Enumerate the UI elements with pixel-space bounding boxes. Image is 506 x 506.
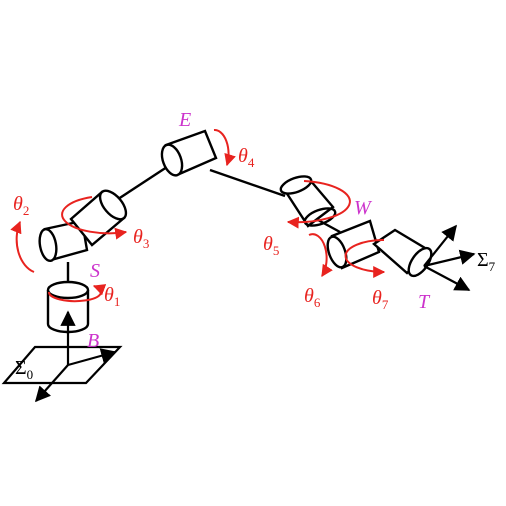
tool-z-axis-arrow: [423, 224, 457, 267]
label-tool-joint: T: [418, 291, 431, 313]
label-theta5: θ5: [263, 233, 279, 258]
base-y-axis-arrow: [34, 364, 69, 403]
label-shoulder-joint: S: [90, 260, 100, 282]
label-theta3: θ3: [133, 226, 149, 251]
link-upper-arm: [111, 163, 171, 205]
angle-labels: θ2 θ3 θ4 θ5 θ6 θ7 θ1: [13, 145, 389, 312]
link-wrist: [317, 218, 341, 234]
wrist-cylinder-5-top: [279, 175, 313, 195]
tool-frame: [423, 224, 476, 291]
label-elbow-joint: E: [178, 109, 191, 131]
base-plate: [1, 345, 123, 385]
theta6-rotation-arrow: [308, 233, 333, 278]
link-forearm: [209, 168, 286, 198]
label-sigma-0: Σ0: [15, 357, 33, 382]
wrist-cylinder-6-end: [326, 235, 348, 269]
theta2-rotation-arrow: [10, 220, 35, 273]
shoulder-cylinder-3-end: [98, 189, 128, 221]
joint-labels: B S E W T: [87, 109, 431, 352]
base-cylinder-top: [46, 280, 90, 300]
theta1-rotation-arrow: [47, 284, 107, 303]
label-wrist-joint: W: [354, 197, 373, 219]
label-theta2: θ2: [13, 193, 29, 218]
base-x-axis-arrow: [67, 348, 117, 367]
shoulder-joint-2-cylinder: [38, 219, 89, 263]
theta7-rotation-arrow: [344, 239, 386, 278]
tool-y-axis-arrow: [423, 265, 471, 291]
wrist-joint-5-cylinder: [279, 175, 337, 228]
shoulder-cylinder-2-end: [38, 227, 58, 263]
elbow-cylinder-end: [160, 143, 184, 177]
shoulder-joint-3-cylinder: [69, 189, 128, 247]
label-theta4: θ4: [238, 145, 255, 170]
tool-x-axis-arrow: [423, 249, 476, 268]
base-frame: [1, 308, 123, 403]
theta4-rotation-arrow: [213, 129, 236, 167]
label-theta1: θ1: [104, 284, 120, 309]
elbow-joint-cylinder: [160, 129, 218, 177]
theta5-rotation-arrow: [286, 180, 351, 229]
theta3-rotation-arrow: [61, 196, 128, 240]
label-sigma-7: Σ7: [477, 249, 496, 274]
label-theta6: θ6: [304, 285, 321, 310]
label-base-joint: B: [87, 330, 99, 352]
label-theta7: θ7: [372, 287, 389, 312]
